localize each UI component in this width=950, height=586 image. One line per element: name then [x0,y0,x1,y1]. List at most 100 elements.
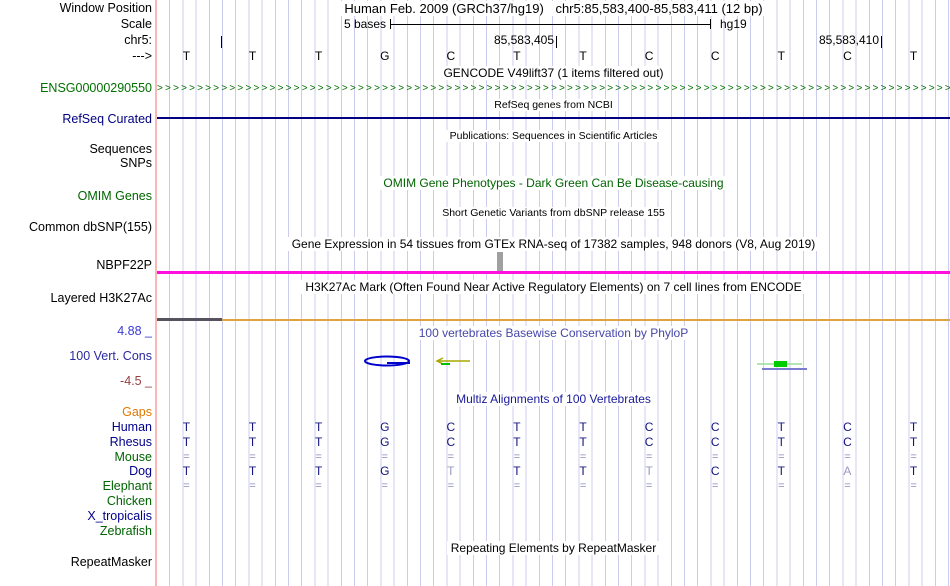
species-label-zebrafish[interactable]: Zebrafish [99,523,152,538]
scale-bar [390,24,710,25]
coordinate-label: 85,583,410 [818,33,879,47]
alignment-base-mouse: = [778,450,785,463]
alignment-base-dog: A [843,464,852,479]
alignment-base-rhesus: C [446,434,456,449]
alignment-base-mouse: = [579,450,587,463]
alignment-base-rhesus: T [248,434,257,449]
scale-label: Scale [120,17,152,31]
species-label-human[interactable]: Human [111,419,152,434]
multiz-track-title[interactable]: Multiz Alignments of 100 Vertebrates [157,392,950,406]
alignment-base-human: T [909,419,918,434]
phylop-wiggle-mark-green[interactable] [755,358,810,372]
conservation-track-label[interactable]: 100 Vert. Cons [69,349,152,363]
alignment-base-elephant: = [447,480,455,493]
h3k27ac-track-title[interactable]: H3K27Ac Mark (Often Found Near Active Re… [157,280,950,294]
coordinate-label: 85,583,405 [493,33,554,47]
alignment-base-elephant: = [579,480,587,493]
gtex-gene-label[interactable]: NBPF22P [96,258,152,272]
alignment-base-mouse: = [249,450,256,463]
coordinate-tick [221,36,222,48]
alignment-base-dog: T [314,464,323,479]
ensg-gene-label[interactable]: ENSG00000290550 [40,81,152,95]
alignment-base-mouse: = [183,450,190,463]
publications-track-title[interactable]: Publications: Sequences in Scientific Ar… [157,130,950,143]
alignment-base-human: T [314,419,323,434]
alignment-base-mouse: = [513,450,521,463]
refseq-curated-label[interactable]: RefSeq Curated [62,112,152,126]
alignment-base-rhesus: T [909,434,918,449]
species-label-x_tropicalis[interactable]: X_tropicalis [87,508,152,523]
common-dbsnp-label[interactable]: Common dbSNP(155) [29,220,152,234]
conservation-min-value: -4.5 _ [120,374,152,388]
species-label-dog[interactable]: Dog [129,464,152,479]
dbsnp-track-title[interactable]: Short Genetic Variants from dbSNP releas… [157,207,950,220]
alignment-base-dog: G [380,464,390,479]
species-label-elephant[interactable]: Elephant [102,479,152,494]
species-label-gaps[interactable]: Gaps [122,405,152,419]
alignment-base-elephant: = [513,480,521,493]
alignment-base-mouse: = [381,450,388,463]
gtex-track-title[interactable]: Gene Expression in 54 tissues from GTEx … [157,237,950,251]
layered-h3k27ac-label[interactable]: Layered H3K27Ac [50,291,152,305]
alignment-base-human: C [843,419,852,434]
coordinate-tick [881,36,882,48]
scale-bar-right-tick [710,19,711,29]
alignment-base-rhesus: T [777,434,786,449]
alignment-base-elephant: = [183,480,190,493]
reference-base: C [843,49,852,63]
phylop-wiggle-mark-blue[interactable] [363,353,415,368]
repeatmasker-label[interactable]: RepeatMasker [70,555,152,569]
reference-base: T [314,49,323,63]
gtex-gene-model-line[interactable] [157,271,950,274]
snps-track-label[interactable]: SNPs [120,156,152,170]
alignment-base-human: T [248,419,257,434]
h3k27ac-signal-dark-segment[interactable] [157,318,222,321]
alignment-base-dog: T [909,464,918,479]
assembly-tag: hg19 [720,17,747,31]
refseq-track-title[interactable]: RefSeq genes from NCBI [157,99,950,112]
alignment-base-rhesus: T [513,434,521,449]
window-position-label: Window Position [59,1,152,15]
gtex-expression-bar[interactable] [497,252,503,271]
reference-base: T [248,49,257,63]
alignment-base-rhesus: C [843,434,852,449]
alignment-base-rhesus: G [380,434,390,449]
omim-genes-label[interactable]: OMIM Genes [77,189,152,203]
alignment-base-dog: T [645,464,653,479]
coordinate-tick [556,36,557,48]
scale-bar-left-tick [390,19,391,29]
repeatmasker-track-title[interactable]: Repeating Elements by RepeatMasker [157,541,950,555]
sequences-track-label[interactable]: Sequences [89,142,152,156]
alignment-base-human: G [380,419,390,434]
alignment-base-human: T [513,419,521,434]
reference-base: G [380,49,390,63]
window-coordinates: chr5:85,583,400-85,583,411 (12 bp) [551,1,767,16]
h3k27ac-signal-orange-segment[interactable] [222,319,950,321]
phylop-wiggle-mark-olive[interactable] [434,356,472,368]
alignment-base-dog: T [777,464,786,479]
species-label-chicken[interactable]: Chicken [106,494,152,509]
species-label-rhesus[interactable]: Rhesus [109,434,152,449]
alignment-base-elephant: = [381,480,388,493]
reference-base: C [710,49,720,63]
scale-value: 5 bases [343,17,386,31]
alignment-base-rhesus: T [579,434,587,449]
species-label-mouse[interactable]: Mouse [114,449,152,464]
refseq-gene-line[interactable] [157,117,950,119]
omim-track-title[interactable]: OMIM Gene Phenotypes - Dark Green Can Be… [157,176,950,190]
alignment-base-mouse: = [844,450,851,463]
chrom-label: chr5: [124,33,152,47]
alignment-base-elephant: = [315,480,322,493]
alignment-base-elephant: = [712,480,719,493]
ensg-strand-arrows[interactable]: >>>>>>>>>>>>>>>>>>>>>>>>>>>>>>>>>>>>>>>>… [157,83,950,94]
reference-base: T [182,49,191,63]
strand-direction-label: ---> [132,49,152,63]
reference-base: T [513,49,521,63]
alignment-base-rhesus: T [314,434,323,449]
assembly-position-header: Human Feb. 2009 (GRCh37/hg19) chr5:85,58… [157,1,950,16]
alignment-base-rhesus: C [710,434,720,449]
gencode-track-title[interactable]: GENCODE V49lift37 (1 items filtered out) [157,66,950,80]
assembly-name: Human Feb. 2009 (GRCh37/hg19) [340,1,548,16]
alignment-base-mouse: = [910,450,917,463]
conservation-track-title[interactable]: 100 vertebrates Basewise Conservation by… [157,326,950,340]
